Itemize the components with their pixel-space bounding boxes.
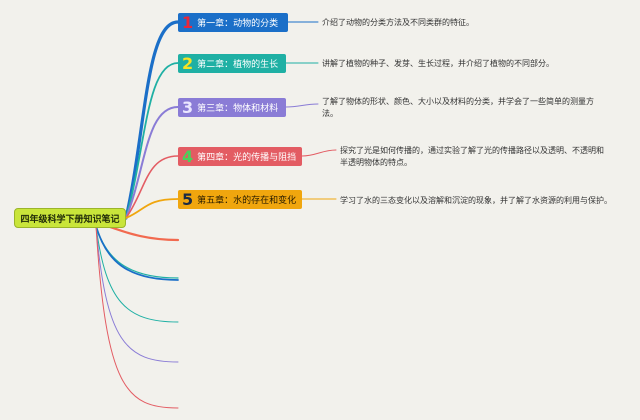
chapter-title-2: 第二章：植物的生长 [197,60,279,70]
extra-branch-line-5 [95,225,179,363]
chapter-number-5: 5 [182,189,194,209]
branch-line-5 [125,198,179,219]
chapter-node-5[interactable]: 5 第五章：水的存在和变化 [178,190,302,209]
chapter-number-3: 3 [182,97,194,117]
chapter-number-2: 2 [182,53,194,73]
extra-branch-line-3 [95,225,179,281]
root-title: 四年级科学下册知识笔记 [20,214,120,225]
extra-branch-line-4 [95,225,179,323]
leader-line-4 [301,149,337,157]
branch-line-4 [125,155,179,219]
chapter-description-5: 学习了水的三态变化以及溶解和沉淀的现象，并了解了水资源的利用与保护。 [340,196,612,205]
chapter-description-3: 了解了物体的形状、颜色、大小以及材料的分类，并学会了一些简单的测量方法。 [322,97,594,118]
branch-line-2 [125,62,179,219]
chapter-title-4: 第四章：光的传播与阻挡 [197,153,297,163]
chapter-node-1[interactable]: 1 第一章：动物的分类 [178,13,288,32]
leader-line-3 [285,103,319,108]
branch-line-3 [125,106,179,219]
extra-branch-line-6 [95,225,179,409]
chapter-node-4[interactable]: 4 第四章：光的传播与阻挡 [178,147,302,166]
chapter-description-4: 探究了光是如何传播的，通过实验了解了光的传播路径以及透明、不透明和半透明物体的特… [340,146,604,167]
leader-lines [285,21,337,200]
chapter-node-2[interactable]: 2 第二章：植物的生长 [178,54,286,73]
chapter-title-5: 第五章：水的存在和变化 [197,196,297,206]
chapter-description-2: 讲解了植物的种子、发芽、生长过程，并介绍了植物的不同部分。 [322,59,554,68]
branch-line-1 [124,20,180,220]
root-node[interactable]: 四年级科学下册知识笔记 [14,208,126,228]
chapter-number-1: 1 [182,12,194,32]
chapter-number-4: 4 [182,146,194,166]
chapter-title-1: 第一章：动物的分类 [197,19,279,29]
chapter-description-1: 介绍了动物的分类方法及不同类群的特征。 [322,18,474,27]
chapter-node-3[interactable]: 3 第三章：物体和材料 [178,98,286,117]
chapter-title-3: 第三章：物体和材料 [197,104,279,114]
